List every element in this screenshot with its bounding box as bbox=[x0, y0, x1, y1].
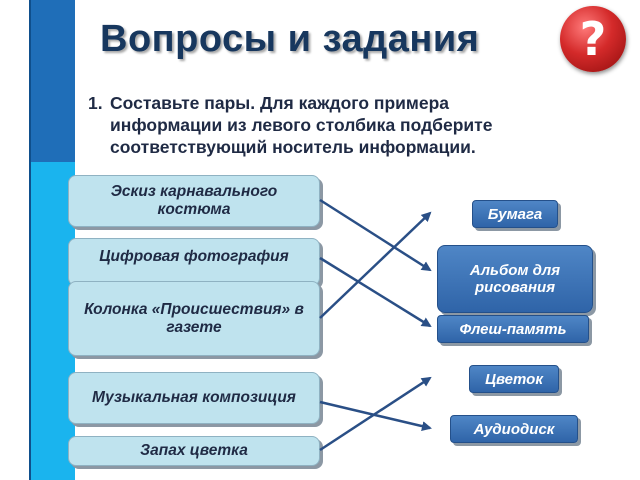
question-mark-icon: ? bbox=[560, 6, 626, 72]
carrier-paper[interactable]: Бумага bbox=[472, 200, 558, 228]
carrier-flash-memory[interactable]: Флеш-память bbox=[437, 315, 589, 343]
decor-stripe-edge bbox=[29, 0, 31, 480]
task-text: 1.Составьте пары. Для каждого примера ин… bbox=[88, 92, 628, 158]
task-line-1: 1.Составьте пары. Для каждого примера bbox=[88, 93, 450, 113]
info-item-newspaper-column[interactable]: Колонка «Происшествия» в газете bbox=[68, 281, 320, 356]
info-item-music[interactable]: Музыкальная композиция bbox=[68, 372, 320, 424]
arrow-photo-to-flash bbox=[319, 256, 432, 328]
arrow-costume-to-album bbox=[319, 198, 432, 272]
info-item-costume-sketch[interactable]: Эскиз карнавального костюма bbox=[68, 175, 320, 227]
page-title: Вопросы и задания bbox=[100, 18, 480, 60]
info-item-label: Цифровая фотография bbox=[99, 248, 289, 265]
carrier-drawing-album[interactable]: Альбом для рисования bbox=[437, 245, 593, 313]
arrow-newspaper-to-paper bbox=[319, 211, 432, 319]
carrier-audio-disc[interactable]: Аудиодиск bbox=[450, 415, 578, 443]
task-line-2: информации из левого столбика подберите bbox=[110, 115, 493, 135]
info-item-flower-scent[interactable]: Запах цветка bbox=[68, 436, 320, 466]
carrier-label: Альбом для рисования bbox=[469, 262, 561, 296]
info-item-label: Колонка «Происшествия» в газете bbox=[84, 300, 304, 336]
arrow-scent-to-flower bbox=[319, 376, 432, 452]
info-item-label: Музыкальная композиция bbox=[92, 389, 296, 406]
decor-stripe-bottom bbox=[29, 162, 75, 480]
info-item-label: Эскиз карнавального костюма bbox=[110, 183, 278, 218]
task-line-3: соответствующий носитель информации. bbox=[110, 137, 476, 157]
carrier-label: Аудиодиск bbox=[473, 420, 555, 438]
task-number: 1. bbox=[88, 93, 103, 113]
carrier-label: Бумага bbox=[487, 205, 543, 223]
carrier-label: Цветок bbox=[485, 370, 543, 388]
info-item-label: Запах цветка bbox=[140, 442, 248, 459]
decor-stripe-top bbox=[29, 0, 75, 162]
carrier-label: Флеш-память bbox=[459, 320, 567, 338]
carrier-flower[interactable]: Цветок bbox=[469, 365, 559, 393]
